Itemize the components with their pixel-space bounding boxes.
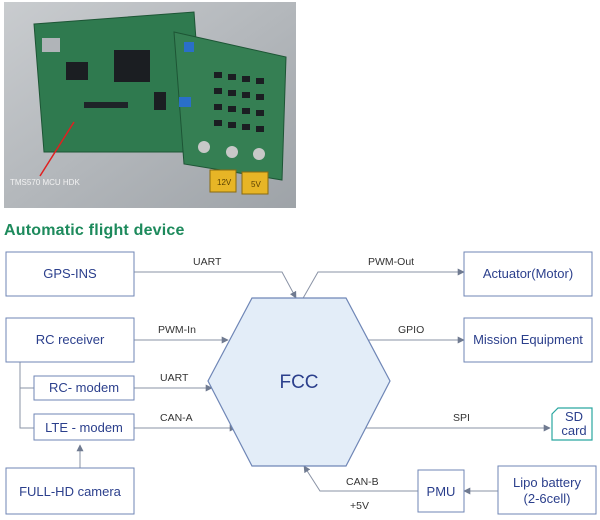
actuator-label: Actuator(Motor) [483, 266, 573, 281]
edge-label-gpio: GPIO [398, 324, 424, 336]
section-heading: Automatic flight device [4, 222, 185, 239]
actuator-box [463, 251, 593, 297]
mission-box [463, 317, 593, 363]
rc-receiver-label: RC receiver [36, 332, 105, 347]
battery-label-line1: Lipo battery [513, 475, 581, 490]
edge-label-plus5v: +5V [350, 500, 369, 512]
sd-label-line1: SD [565, 409, 583, 424]
camera-box [5, 467, 135, 515]
pmu-box [417, 469, 465, 513]
edge-label-gps-uart: UART [193, 256, 222, 268]
lte-modem-box [33, 413, 135, 441]
connector-label-12v: 12V [217, 178, 232, 187]
rc-receiver-box [5, 317, 135, 363]
battery-label-line2: (2-6cell) [524, 491, 571, 506]
camera-label: FULL-HD camera [19, 484, 122, 499]
bus-rc-bracket [19, 360, 34, 429]
rc-modem-box [33, 375, 135, 401]
edge-label-pwm-in: PWM-In [158, 324, 196, 336]
sd-card-icon [551, 407, 593, 441]
sd-label-line2: card [561, 423, 586, 438]
gps-ins-box [5, 251, 135, 297]
pmu-label: PMU [427, 484, 456, 499]
pcb-photo: 12V 5V TMS570 MCU HDK [4, 2, 296, 208]
edge-label-can-a: CAN-A [160, 412, 193, 424]
edge-label-pwm-out: PWM-Out [368, 256, 414, 268]
battery-box [497, 465, 597, 515]
edge-label-spi: SPI [453, 412, 470, 424]
edge-pmu-fcc [303, 465, 418, 492]
mission-label: Mission Equipment [473, 332, 583, 347]
lte-modem-label: LTE - modem [45, 420, 123, 435]
photo-caption: TMS570 MCU HDK [10, 178, 80, 187]
fcc-label: FCC [279, 372, 318, 393]
edge-label-rc-uart: UART [160, 372, 189, 384]
connector-label-5v: 5V [251, 180, 261, 189]
rc-modem-label: RC- modem [49, 380, 119, 395]
gps-ins-label: GPS-INS [43, 266, 97, 281]
edge-gps-fcc [134, 271, 297, 299]
fcc-hexagon [207, 297, 391, 467]
edge-label-can-b: CAN-B [346, 476, 379, 488]
edge-fcc-actuator [301, 268, 465, 301]
